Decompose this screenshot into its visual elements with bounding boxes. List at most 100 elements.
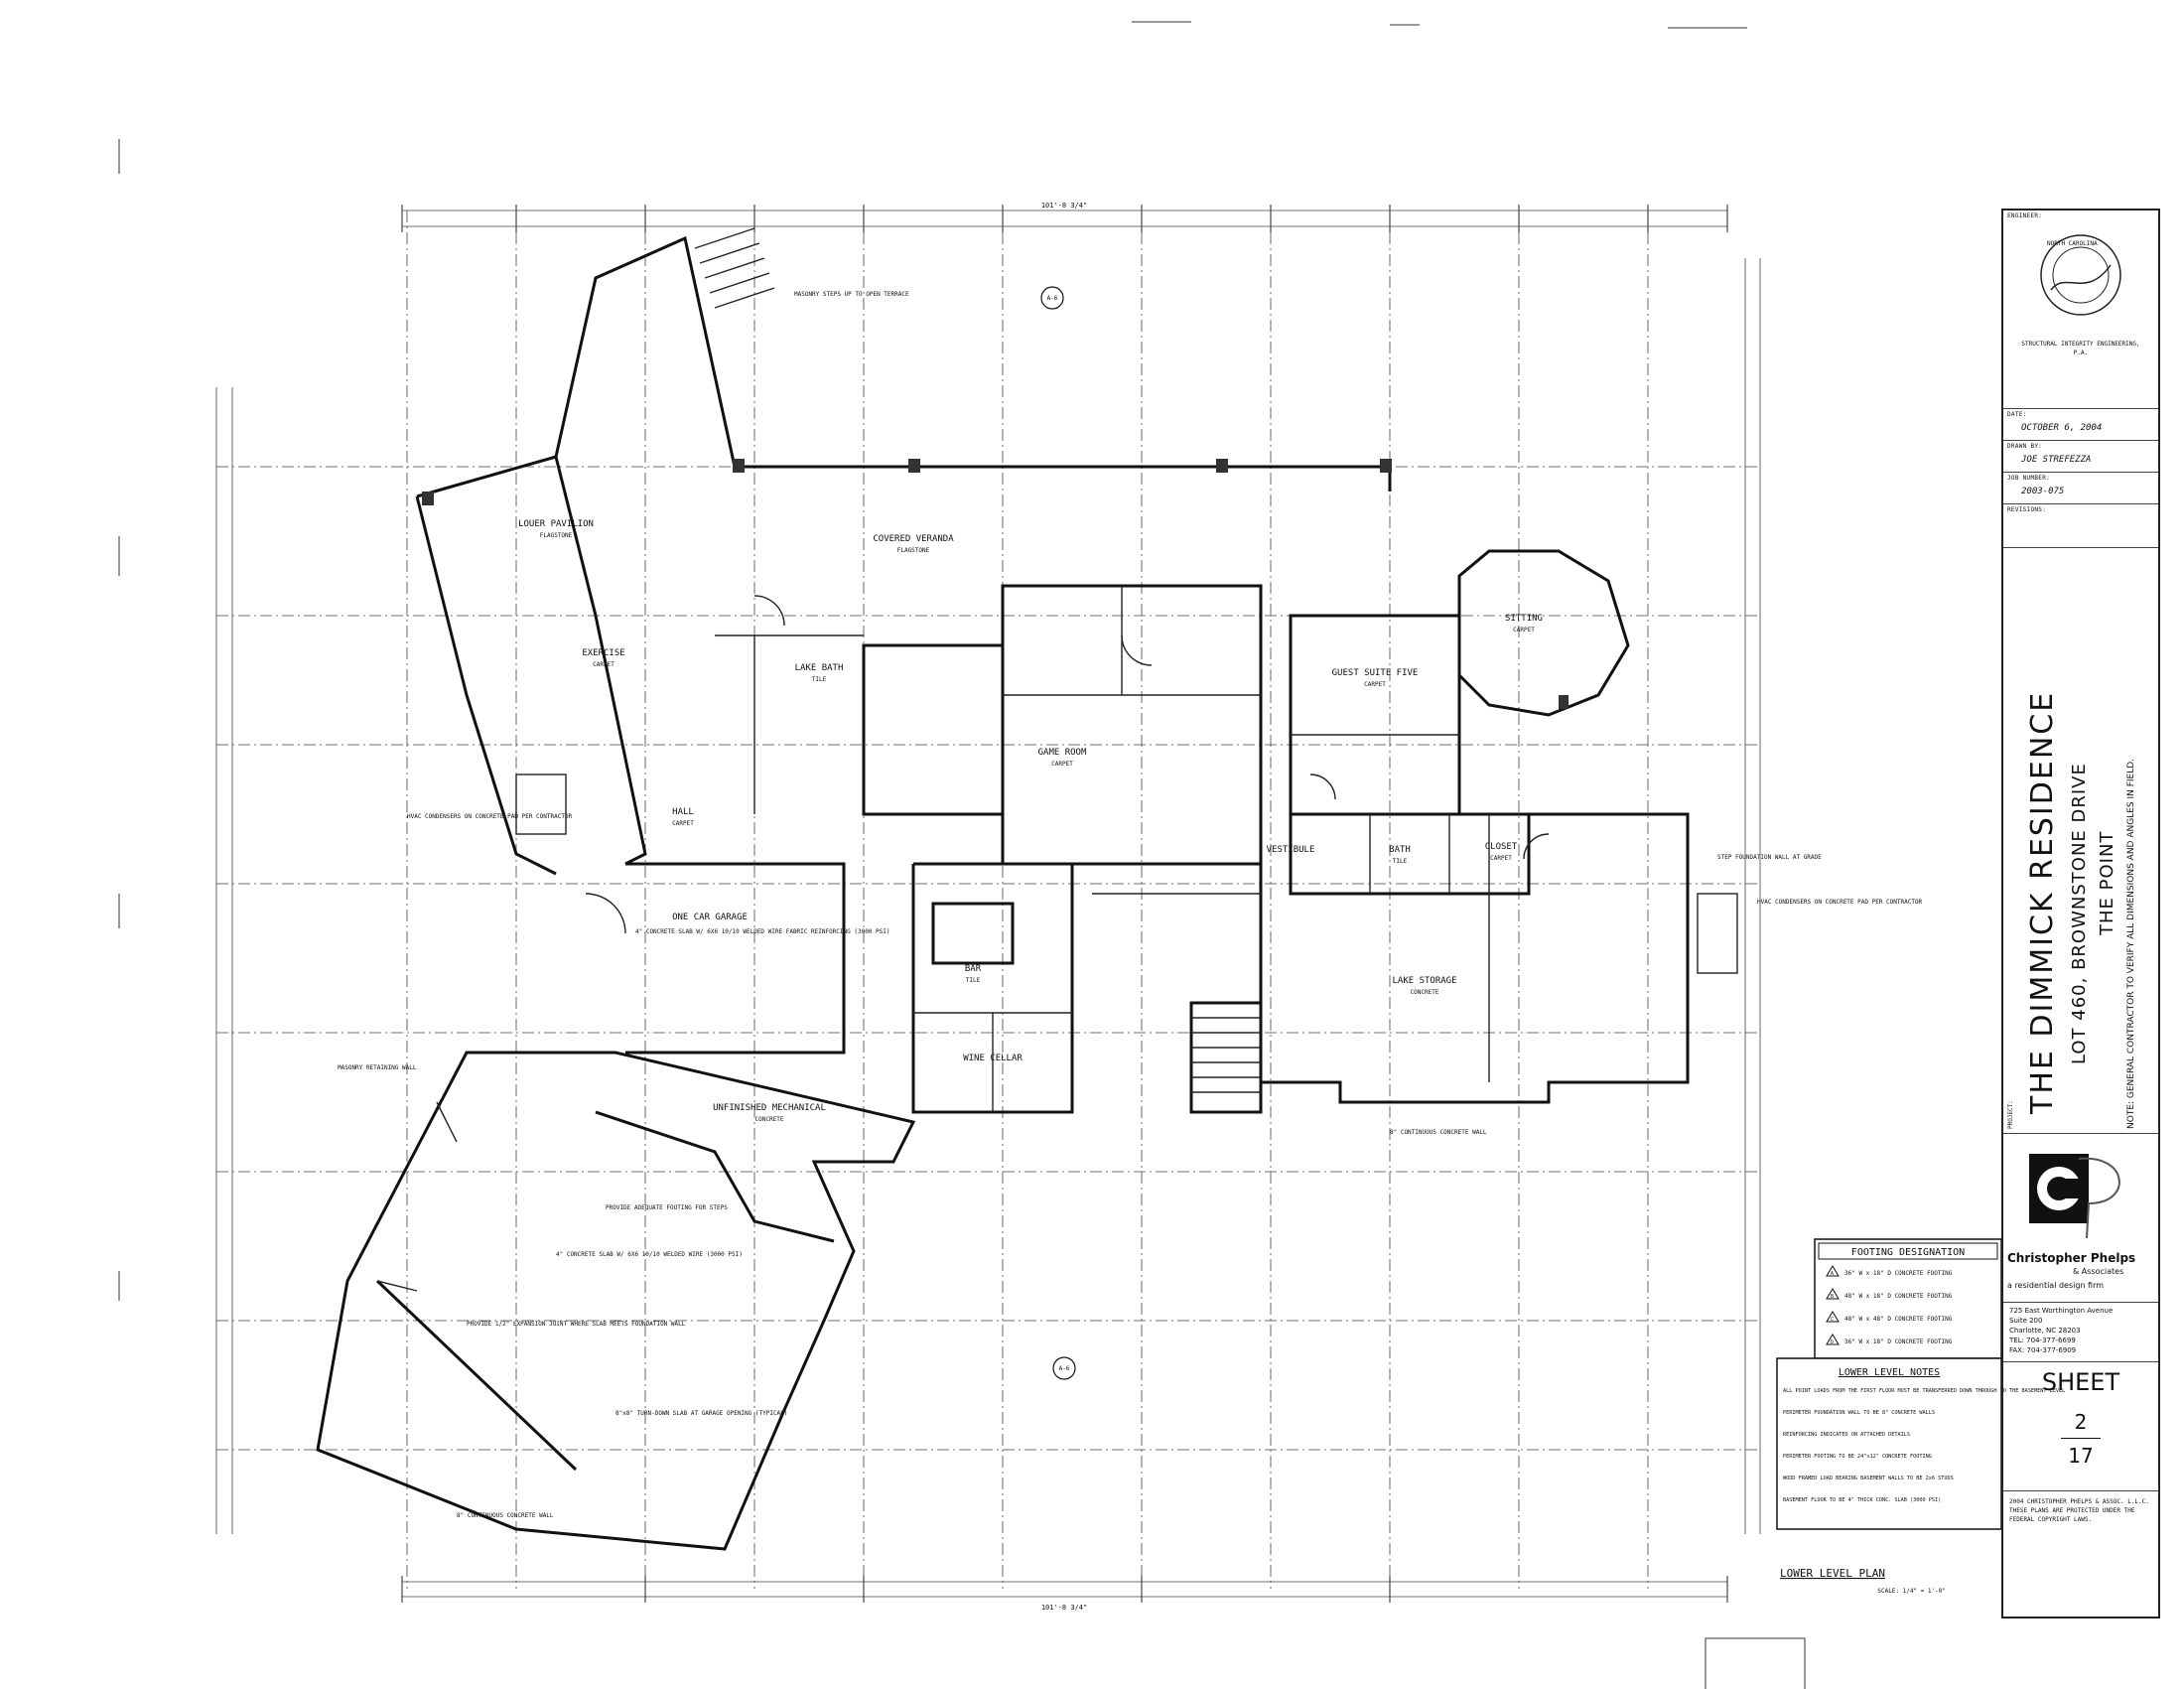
room-bar-finish: TILE [966, 977, 981, 984]
room-vestibule: VESTIBULE [1267, 845, 1315, 855]
footing-item-d: 36" W x 18" D CONCRETE FOOTING [1844, 1338, 1953, 1345]
room-exercise: EXERCISE [582, 648, 624, 658]
plan-notes: 4" CONCRETE SLAB W/ 6X6 10/10 WELDED WIR… [338, 291, 1923, 1519]
foundation-walls [316, 235, 1690, 1551]
dimension-top-overall: 101'-8 3/4" [1041, 202, 1087, 210]
revisions-cell: REVISIONS: [2003, 504, 2158, 548]
engineer-label: ENGINEER: [2007, 212, 2043, 219]
note-expansion: PROVIDE 1/2" EXPANSION JOINT WHERE SLAB … [467, 1321, 686, 1328]
plan-scale: SCALE: 1/4" = 1'-0" [1877, 1588, 1946, 1595]
room-game-room-finish: CARPET [1051, 761, 1073, 768]
date-cell: DATE: OCTOBER 6, 2004 [2003, 409, 2158, 441]
sheet-number: 2 [2074, 1410, 2088, 1434]
room-sitting: SITTING [1505, 614, 1543, 624]
room-bar: BAR [965, 964, 982, 974]
sheet-divider [2061, 1438, 2101, 1439]
sheet-cell: SHEET 2 17 [2003, 1362, 2158, 1491]
room-covered-veranda-finish: FLAGSTONE [897, 547, 930, 554]
room-sitting-finish: CARPET [1513, 627, 1535, 633]
room-closet: CLOSET [1485, 842, 1518, 852]
columns [422, 459, 1569, 709]
room-bath-finish: TILE [1393, 858, 1408, 865]
revisions-label: REVISIONS: [2007, 506, 2047, 513]
footing-designation: FOOTING DESIGNATION A 36" W x 18" D CONC… [1814, 1238, 2002, 1359]
note-turndown: 8"x8" TURN-DOWN SLAB AT GARAGE OPENING (… [615, 1410, 787, 1417]
address-cell: 725 East Worthington Avenue Suite 200 Ch… [2003, 1303, 2158, 1362]
job-value: 2003-075 [2021, 487, 2065, 496]
room-closet-finish: CARPET [1490, 855, 1512, 862]
lower-note-1: ALL POINT LOADS FROM THE FIRST FLOOR MUS… [1783, 1388, 2065, 1394]
project-note: NOTE: GENERAL CONTRACTOR TO VERIFY ALL D… [2126, 758, 2136, 1129]
room-hall: HALL [672, 807, 694, 817]
fax-number: FAX: 704-377-6909 [2009, 1346, 2077, 1354]
plan-title: LOWER LEVEL PLAN [1780, 1567, 1885, 1580]
room-bath: BATH [1389, 845, 1411, 855]
note-garage-slab: 4" CONCRETE SLAB W/ 6X6 10/10 WELDED WIR… [635, 928, 889, 935]
footing-item-c: 48" W x 48" D CONCRETE FOOTING [1844, 1316, 1953, 1323]
job-cell: JOB NUMBER: 2003-075 [2003, 473, 2158, 504]
note-cont-wall: 8" CONTINUOUS CONCRETE WALL [457, 1512, 554, 1519]
footing-tag-a: A [1831, 1271, 1834, 1277]
footing-title: FOOTING DESIGNATION [1851, 1247, 1965, 1258]
lower-note-6: BASEMENT FLOOR TO BE 4" THICK CONC. SLAB… [1783, 1497, 1941, 1503]
drawn-cell: DRAWN BY: JOE STREFEZZA [2003, 441, 2158, 473]
room-lake-bath-finish: TILE [812, 676, 827, 683]
room-garage: ONE CAR GARAGE [672, 913, 748, 922]
footing-item-a: 36" W x 18" D CONCRETE FOOTING [1844, 1270, 1953, 1277]
room-louer-pavilion-finish: FLAGSTONE [540, 532, 573, 539]
copyright-text: 2004 CHRISTOPHER PHELPS & ASSOC. L.L.C. … [2009, 1498, 2149, 1523]
project-place: THE POINT [2097, 830, 2117, 935]
firm-sub: & Associates [2073, 1267, 2124, 1276]
phone-number: TEL: 704-377-6699 [2009, 1337, 2076, 1344]
section-tag-south: A-6 [1059, 1365, 1070, 1372]
lower-note-4: PERIMETER FOOTING TO BE 24"x12" CONCRETE… [1783, 1454, 1932, 1460]
date-value: OCTOBER 6, 2004 [2021, 423, 2103, 433]
sheet-label: SHEET [2041, 1368, 2120, 1396]
copyright-cell: 2004 CHRISTOPHER PHELPS & ASSOC. L.L.C. … [2003, 1491, 2158, 1617]
seal-text: NORTH CAROLINA [2047, 240, 2098, 247]
room-covered-veranda: COVERED VERANDA [873, 534, 954, 544]
drawn-label: DRAWN BY: [2007, 443, 2043, 450]
room-labels: COVERED VERANDA FLAGSTONE LOUER PAVILION… [518, 519, 1543, 1123]
room-guest-suite: GUEST SUITE FIVE [1332, 668, 1419, 678]
room-wine-cellar: WINE CELLAR [963, 1054, 1023, 1063]
room-lake-storage: LAKE STORAGE [1392, 976, 1456, 986]
scan-marks [118, 21, 1806, 1689]
note-mech-slab: 4" CONCRETE SLAB W/ 6X6 10/10 WELDED WIR… [556, 1251, 743, 1258]
address-line-2: Suite 200 [2009, 1317, 2043, 1325]
sheet-total: 17 [2068, 1444, 2094, 1468]
footing-tag-b: B [1831, 1294, 1834, 1300]
firm-logo-icon [2029, 1154, 2120, 1239]
footing-tag-c: C [1831, 1317, 1834, 1323]
firm-name: Christopher Phelps [2007, 1251, 2136, 1265]
section-tag-north: A-6 [1047, 295, 1058, 302]
project-label: PROJECT: [2007, 1100, 2014, 1129]
dimension-ticks [401, 205, 1728, 1603]
dimension-grid [215, 210, 1761, 1598]
address-line-1: 725 East Worthington Avenue [2009, 1307, 2114, 1315]
note-step-foundation: STEP FOUNDATION WALL AT GRADE [1717, 854, 1822, 861]
drawn-value: JOE STREFEZZA [2021, 455, 2092, 465]
note-retaining: MASONRY RETAINING WALL [338, 1064, 417, 1071]
dimension-bottom-overall: 101'-8 3/4" [1041, 1604, 1087, 1612]
lower-level-notes: LOWER LEVEL NOTES ALL POINT LOADS FROM T… [1776, 1357, 2065, 1530]
room-lake-storage-finish: CONCRETE [1411, 989, 1439, 996]
room-game-room: GAME ROOM [1038, 748, 1087, 758]
room-louer-pavilion: LOUER PAVILION [518, 519, 594, 529]
note-hvac-left: HVAC CONDENSERS ON CONCRETE PAD PER CONT… [407, 813, 573, 820]
room-mechanical-finish: CONCRETE [755, 1116, 784, 1123]
firm-tag: a residential design firm [2007, 1281, 2105, 1290]
note-hvac-right: HVAC CONDENSERS ON CONCRETE PAD PER CONT… [1757, 899, 1923, 906]
room-lake-bath: LAKE BATH [795, 663, 844, 673]
date-label: DATE: [2007, 411, 2027, 418]
room-guest-suite-finish: CARPET [1364, 681, 1386, 688]
footing-tag-d: D [1831, 1339, 1834, 1345]
overall-dimensions: 101'-8 3/4" 101'-8 3/4" [1041, 202, 1087, 1612]
lower-notes-title: LOWER LEVEL NOTES [1839, 1367, 1940, 1378]
engineer-info: STRUCTURAL INTEGRITY ENGINEERING, P.A. [2021, 341, 2140, 356]
lower-note-3: REINFORCING INDICATED ON ATTACHED DETAIL… [1783, 1432, 1910, 1438]
title-block: ENGINEER: NORTH CAROLINA STRUCTURAL INTE… [2001, 209, 2160, 1619]
job-label: JOB NUMBER: [2007, 475, 2051, 482]
footing-item-b: 48" W x 18" D CONCRETE FOOTING [1844, 1293, 1953, 1300]
firm-cell: Christopher Phelps & Associates a reside… [2003, 1134, 2158, 1303]
